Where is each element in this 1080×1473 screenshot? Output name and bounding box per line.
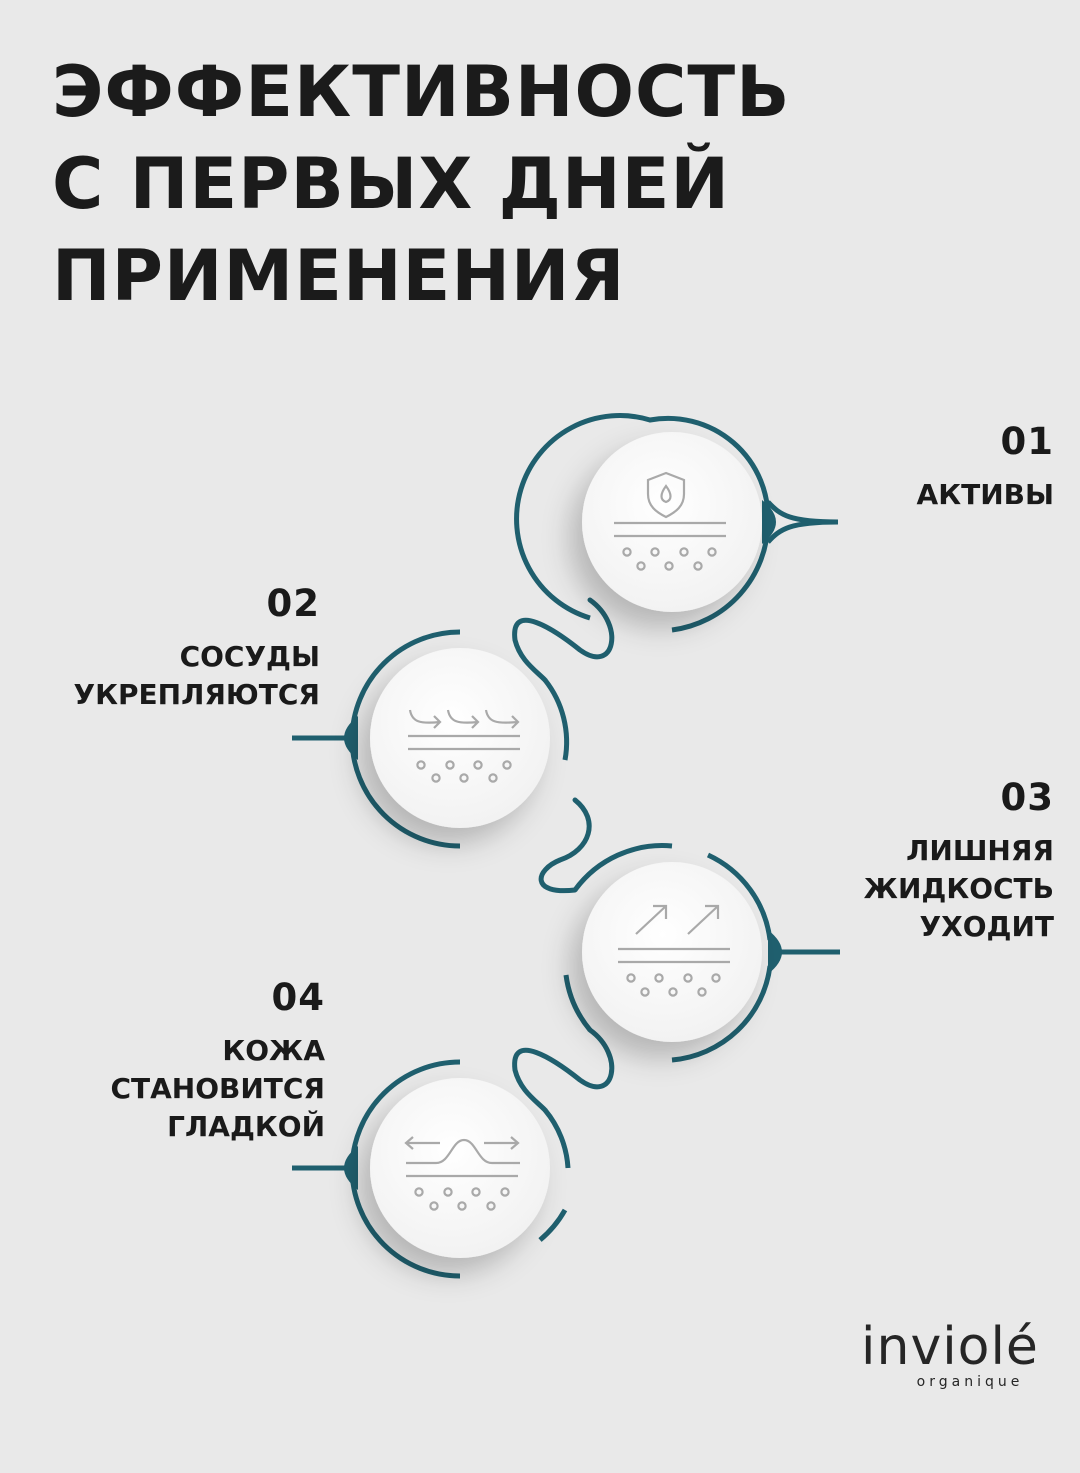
title-line-2: С ПЕРВЫХ ДНЕЙ — [52, 143, 730, 225]
step-label: ЛИШНЯЯ ЖИДКОСТЬ УХОДИТ — [863, 834, 1054, 943]
connector-2-3 — [538, 797, 592, 894]
outflow-arrows-icon — [618, 904, 730, 997]
step-01: 01 АКТИВЫ — [917, 420, 1054, 514]
step-label: СОСУДЫ УКРЕПЛЯЮТСЯ — [73, 640, 320, 711]
brand-tagline: organique — [916, 1374, 1024, 1390]
step-label: КОЖА СТАНОВИТСЯ ГЛАДКОЙ — [110, 1034, 325, 1143]
brand-name: inviolé — [861, 1317, 1039, 1377]
smooth-skin-icon — [404, 1136, 520, 1211]
brand-logo: inviolé organique — [840, 1316, 1060, 1390]
step-01-node — [514, 413, 839, 633]
flow-arrows-icon — [408, 709, 520, 783]
step-number: 01 — [1000, 420, 1054, 463]
connector-3-4 — [512, 1027, 615, 1113]
title-line-1: ЭФФЕКТИВНОСТЬ — [52, 51, 791, 133]
title-line-3: ПРИМЕНЕНИЯ — [52, 235, 626, 317]
page-title: ЭФФЕКТИВНОСТЬ С ПЕРВЫХ ДНЕЙ ПРИМЕНЕНИЯ — [52, 46, 791, 322]
step-number: 04 — [271, 976, 325, 1019]
shield-drop-icon — [614, 471, 726, 571]
connector-1-2 — [512, 597, 615, 683]
step-03: 03 ЛИШНЯЯ ЖИДКОСТЬ УХОДИТ — [864, 776, 1054, 946]
step-02-node — [292, 629, 570, 849]
step-number: 03 — [1000, 776, 1054, 819]
step-number: 02 — [266, 582, 320, 625]
step-03-node — [563, 843, 840, 1063]
step-04-node — [292, 1059, 571, 1279]
step-label: АКТИВЫ — [916, 478, 1054, 511]
step-04: 04 КОЖА СТАНОВИТСЯ ГЛАДКОЙ — [110, 976, 325, 1146]
step-02: 02 СОСУДЫ УКРЕПЛЯЮТСЯ — [74, 582, 320, 714]
